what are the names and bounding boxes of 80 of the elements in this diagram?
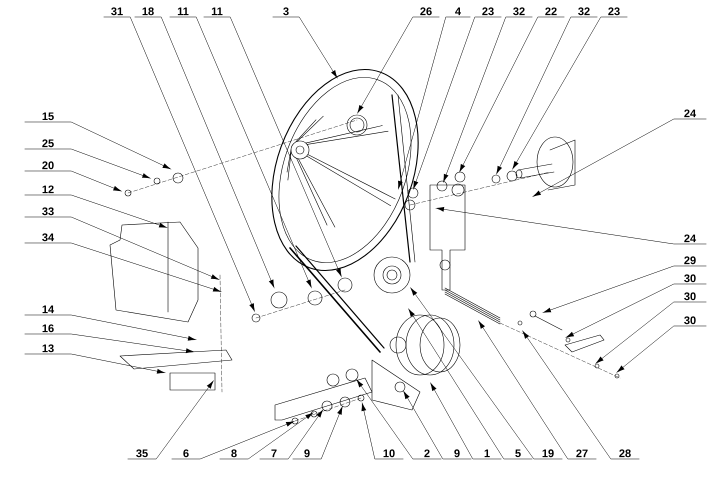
leader-line xyxy=(430,382,502,460)
callout-number: 9 xyxy=(304,449,310,458)
leader-line xyxy=(512,16,628,170)
callout-number: 24 xyxy=(684,234,696,242)
callout-number: 18 xyxy=(142,7,154,16)
leader-line xyxy=(260,410,323,460)
callout-number: 27 xyxy=(576,449,588,458)
leader-line xyxy=(413,16,502,189)
callout-number: 6 xyxy=(183,449,189,458)
leader-line xyxy=(478,320,596,460)
leader-line xyxy=(24,170,122,192)
callout-number: 24 xyxy=(684,109,696,118)
callout-number: 11 xyxy=(178,8,188,16)
callout-number: 30 xyxy=(684,316,696,324)
callout-number: 30 xyxy=(684,274,696,282)
callout-number: 11 xyxy=(212,8,222,16)
callout-number: 14 xyxy=(42,306,54,314)
callout-number: 13 xyxy=(42,344,54,352)
leader-line xyxy=(436,206,706,244)
leader-line xyxy=(596,302,706,364)
callout-number: 29 xyxy=(684,256,696,264)
callout-number: 10 xyxy=(384,449,395,458)
callout-number: 28 xyxy=(619,449,631,458)
callout-number: 35 xyxy=(136,449,148,458)
leader-line xyxy=(24,148,150,178)
leader-line xyxy=(24,354,165,374)
leader-line xyxy=(459,16,564,172)
leader-line xyxy=(24,314,196,341)
leader-line xyxy=(24,122,171,170)
callout-number: 33 xyxy=(42,207,54,216)
callout-number: 9 xyxy=(454,449,460,458)
callout-number: 4 xyxy=(455,8,461,16)
leader-line xyxy=(408,308,532,460)
leader-line xyxy=(104,16,255,312)
leader-line xyxy=(292,406,342,460)
leader-line xyxy=(24,194,167,228)
callout-number: 26 xyxy=(420,7,432,16)
leader-line xyxy=(410,288,562,460)
callout-number: 19 xyxy=(542,449,554,458)
callout-number: 1 xyxy=(484,450,490,458)
leader-line xyxy=(24,216,219,280)
leader-line xyxy=(170,16,312,288)
leader-line xyxy=(543,266,706,313)
leader-line xyxy=(220,412,314,460)
leader-line xyxy=(522,330,640,460)
callout-number: 34 xyxy=(42,233,54,242)
leader-line xyxy=(204,16,342,277)
callout-number: 32 xyxy=(513,7,525,16)
leader-line xyxy=(532,118,706,197)
callout-number: 32 xyxy=(578,7,590,16)
leader-line xyxy=(362,402,404,460)
leader-line xyxy=(616,326,706,372)
callout-number: 12 xyxy=(42,185,54,194)
callout-number: 15 xyxy=(42,112,54,120)
leader-line xyxy=(356,380,442,460)
callout-number: 25 xyxy=(42,139,54,148)
leader-line xyxy=(357,16,440,114)
leader-line xyxy=(128,380,214,460)
callout-number: 30 xyxy=(684,292,696,300)
callout-number: 5 xyxy=(515,449,521,458)
callout-number: 16 xyxy=(42,324,54,332)
callout-number: 7 xyxy=(271,450,277,458)
leader-line xyxy=(272,16,338,78)
leader-line xyxy=(24,334,194,354)
leader-line xyxy=(24,242,221,292)
callout-number: 23 xyxy=(608,7,620,16)
callout-number: 2 xyxy=(424,449,430,458)
leader-line xyxy=(403,391,472,460)
leader-line xyxy=(443,16,532,182)
leader-line xyxy=(172,421,294,460)
callout-number: 8 xyxy=(231,449,237,458)
leader-line xyxy=(134,16,274,288)
callout-number: 31 xyxy=(111,7,123,16)
callout-number: 20 xyxy=(42,161,54,170)
leader-line xyxy=(566,284,706,338)
callout-number: 22 xyxy=(545,7,557,16)
callout-number: 23 xyxy=(482,7,494,16)
leader-line xyxy=(496,16,598,174)
leader-line xyxy=(398,16,470,189)
callout-number: 3 xyxy=(283,7,289,16)
